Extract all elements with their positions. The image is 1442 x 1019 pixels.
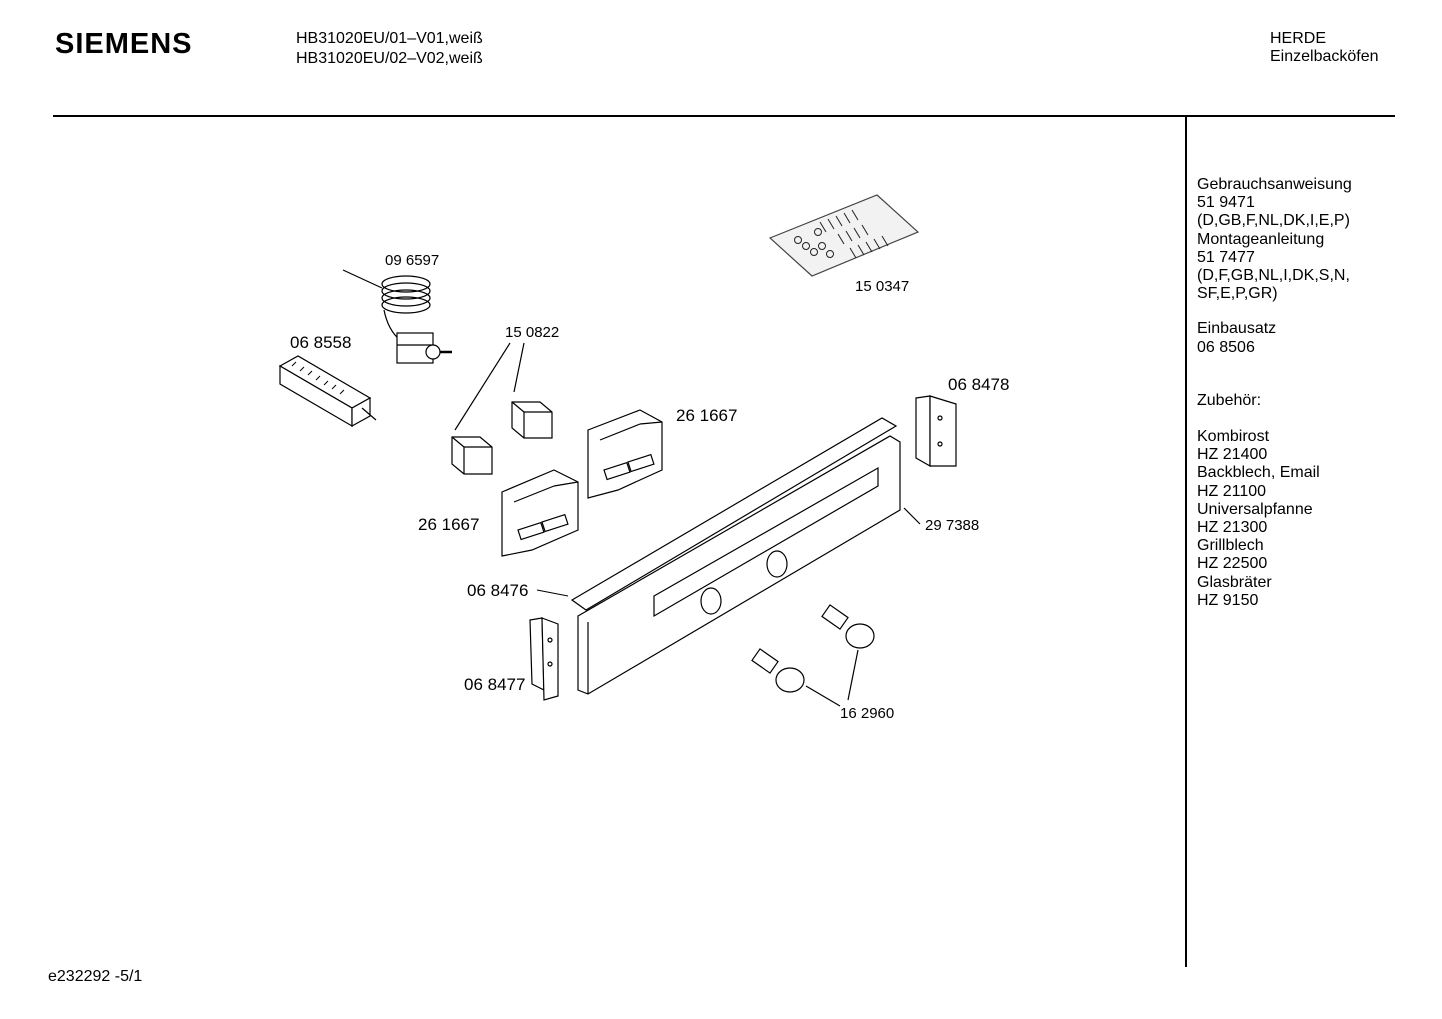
- accessory-1-number: HZ 21400: [1197, 446, 1268, 464]
- part-label-side-bracket-left: 06 8477: [464, 675, 525, 694]
- subcategory-title: Einzelbacköfen: [1270, 48, 1379, 65]
- part-label-knob: 16 2960: [840, 705, 894, 722]
- assembly-number: 51 7477: [1197, 248, 1255, 266]
- accessory-2-name: Backblech, Email: [1197, 464, 1320, 482]
- document-id: e232292 -5/1: [48, 968, 143, 985]
- side-bracket-left-part: [529, 617, 559, 701]
- part-label-control-panel: 29 7388: [925, 517, 979, 534]
- model-line-2: HB31020EU/02–V02,weiß: [296, 50, 483, 67]
- part-label-terminal-block: 06 8558: [290, 333, 351, 352]
- part-label-bracket-right: 26 1667: [676, 406, 737, 425]
- manual-label: Gebrauchsanweisung: [1197, 176, 1352, 193]
- side-bracket-right-part: [915, 395, 957, 468]
- header-divider: [53, 115, 1395, 117]
- sidebar-info: Gebrauchsanweisung 51 9471 (D,GB,F,NL,DK…: [1197, 176, 1352, 610]
- accessory-2-number: HZ 21100: [1197, 482, 1267, 500]
- part-label-screw-bag: 15 0347: [855, 278, 909, 295]
- assembly-languages-2: SF,E,P,GR): [1197, 285, 1278, 303]
- knob-part: [751, 604, 875, 707]
- accessories-label: Zubehör:: [1197, 391, 1262, 409]
- bracket-left-part: [501, 469, 579, 557]
- manual-languages: (D,GB,F,NL,DK,I,E,P): [1197, 212, 1350, 230]
- accessory-5-name: Glasbräter: [1197, 573, 1272, 591]
- sidebar-divider: [1185, 117, 1187, 967]
- control-panel-part: [570, 417, 921, 695]
- terminal-block-part: [278, 355, 377, 428]
- accessory-4-number: HZ 22500: [1197, 555, 1268, 573]
- leader-panel-trim: [536, 589, 569, 597]
- part-label-bracket-left: 26 1667: [418, 515, 479, 534]
- part-label-panel-trim: 06 8476: [467, 581, 528, 600]
- manual-number: 51 9471: [1197, 194, 1255, 212]
- accessory-5-number: HZ 9150: [1197, 591, 1259, 609]
- part-label-switch: 15 0822: [505, 324, 559, 341]
- thermostat-part: [342, 269, 452, 364]
- screw-bag-part: [768, 194, 920, 277]
- assembly-languages-1: (D,F,GB,NL,I,DK,S,N,: [1197, 267, 1350, 285]
- accessory-3-number: HZ 21300: [1197, 519, 1268, 537]
- part-label-thermostat: 09 6597: [385, 252, 439, 269]
- category-title: HERDE: [1270, 30, 1327, 47]
- accessory-1-name: Kombirost: [1197, 428, 1270, 446]
- install-kit-label: Einbausatz: [1197, 320, 1277, 338]
- model-line-1: HB31020EU/01–V01,weiß: [296, 30, 483, 47]
- part-label-side-bracket-right: 06 8478: [948, 375, 1009, 394]
- assembly-label: Montageanleitung: [1197, 230, 1325, 248]
- accessory-3-name: Universalpfanne: [1197, 500, 1313, 518]
- switch-part: [451, 342, 553, 475]
- bracket-right-part: [587, 409, 663, 499]
- accessory-4-name: Grillblech: [1197, 537, 1264, 555]
- install-kit-number: 06 8506: [1197, 338, 1255, 356]
- brand-logo: SIEMENS: [55, 28, 193, 60]
